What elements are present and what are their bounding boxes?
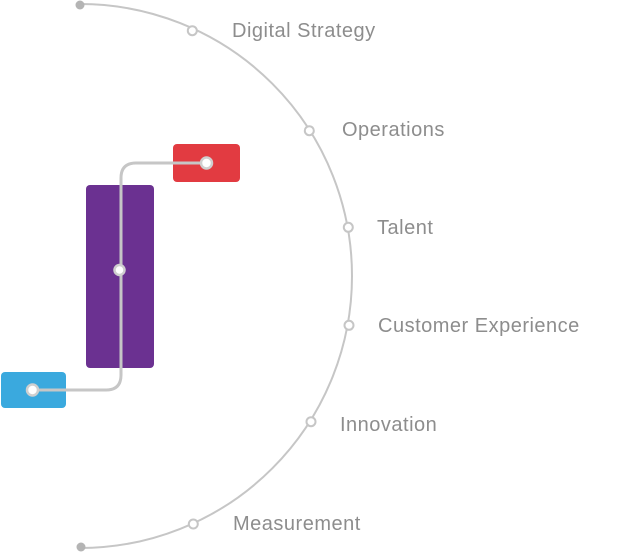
label-innovation[interactable]: Innovation <box>340 414 437 436</box>
red-bar-handle[interactable] <box>199 156 214 170</box>
arc-node-customer-experience[interactable] <box>343 319 355 331</box>
label-measurement[interactable]: Measurement <box>233 513 361 535</box>
semicircle-arc <box>79 3 353 549</box>
label-talent[interactable]: Talent <box>377 217 433 239</box>
arc-endpoint-bottom-dot <box>76 542 86 552</box>
arc-node-talent[interactable] <box>342 221 354 233</box>
arc-nodes <box>186 25 355 530</box>
arc-node-operations[interactable] <box>303 125 315 137</box>
arc-labels: Digital Strategy Operations Talent Custo… <box>232 20 580 535</box>
label-customer-experience[interactable]: Customer Experience <box>378 315 580 337</box>
connector-line <box>31 161 208 392</box>
arc-node-digital-strategy[interactable] <box>186 25 198 37</box>
arc-node-innovation[interactable] <box>305 416 317 428</box>
label-digital-strategy[interactable]: Digital Strategy <box>232 20 376 42</box>
blue-bar-handle[interactable] <box>25 383 40 397</box>
label-operations[interactable]: Operations <box>342 119 445 141</box>
arc-node-measurement[interactable] <box>187 518 199 530</box>
purple-bar-handle[interactable] <box>113 263 126 277</box>
arc-endpoint-top-dot <box>75 0 85 10</box>
bar-handle-nodes <box>25 156 214 397</box>
